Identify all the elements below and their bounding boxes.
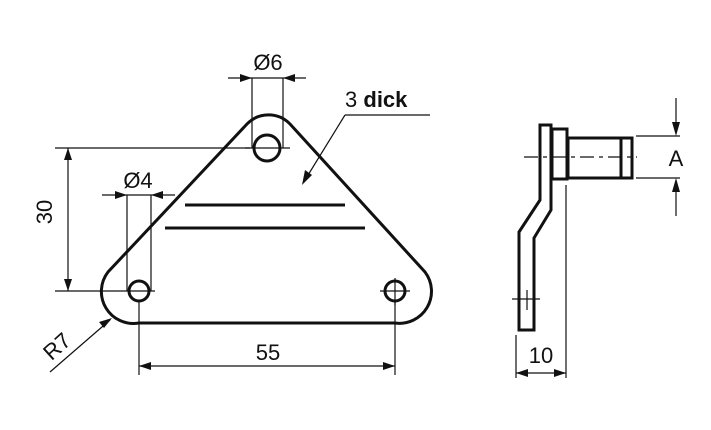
thickness-word: dick (363, 87, 408, 112)
triangular-plate-front-view (99, 113, 433, 325)
top-hole-dimension: Ø6 (228, 50, 306, 148)
side-hole-diameter-label: Ø4 (123, 168, 152, 193)
width-dimension: 55 (138, 300, 396, 375)
radius-label: R7 (38, 328, 76, 365)
offset-label: 10 (529, 343, 553, 368)
width-label: 55 (256, 340, 280, 365)
svg-text:3 dick: 3 dick (345, 87, 408, 112)
side-hole-dimension: Ø4 (102, 168, 175, 291)
top-hole-diameter-label: Ø6 (253, 50, 282, 75)
height-dimension: 30 (32, 147, 250, 292)
pin-dimension-label: A (669, 146, 684, 171)
height-label: 30 (32, 200, 57, 224)
thickness-callout: 3 dick (302, 87, 430, 185)
radius-callout: R7 (38, 318, 112, 373)
thickness-value: 3 (345, 87, 357, 112)
bracket-side-view: A 10 (512, 98, 684, 378)
